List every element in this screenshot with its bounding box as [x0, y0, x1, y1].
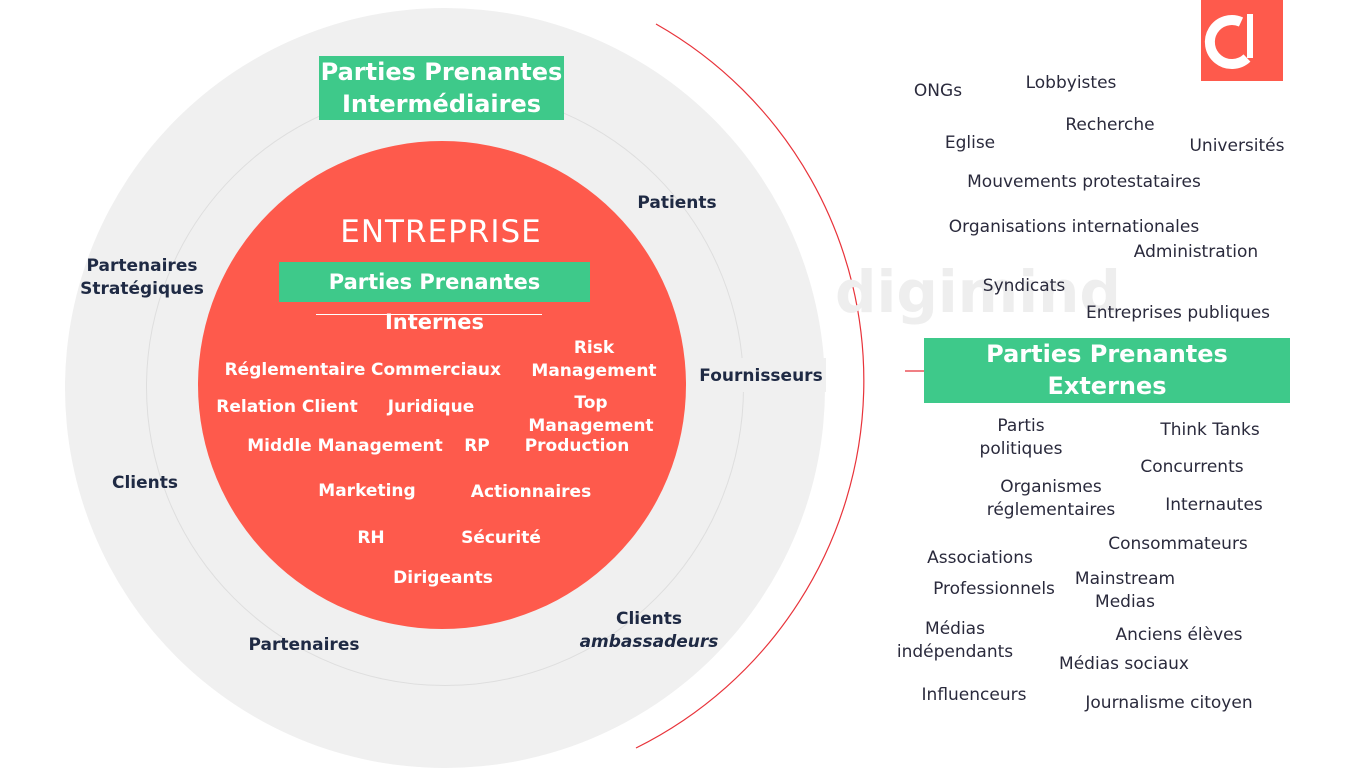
- label-partis-politiques-1: Partis: [997, 416, 1045, 436]
- label-medias-independants-1: Médias: [925, 619, 985, 639]
- external-title: Parties Prenantes Externes: [924, 338, 1290, 403]
- label-influenceurs: Influenceurs: [921, 685, 1027, 705]
- label-organisations-internationales: Organisations internationales: [948, 217, 1200, 237]
- label-professionnels: Professionnels: [933, 579, 1055, 599]
- label-eglise: Eglise: [944, 133, 996, 153]
- label-commerciaux: Commerciaux: [371, 360, 501, 380]
- external-title-line2: Externes: [1047, 372, 1167, 400]
- label-organismes-reglementaires-1: Organismes: [1000, 477, 1102, 497]
- label-partenaires-strategiques: Partenaires Stratégiques: [72, 255, 212, 301]
- label-mouvements-protestataires: Mouvements protestataires: [967, 172, 1201, 192]
- label-mainstream-medias-2: Medias: [1095, 592, 1155, 612]
- label-syndicats: Syndicats: [982, 276, 1066, 296]
- label-top-management: Top Management: [522, 392, 660, 438]
- label-clients: Clients: [111, 473, 178, 493]
- label-partis-politiques-2: politiques: [979, 439, 1063, 459]
- internal-subtitle: Parties Prenantes Internes: [279, 262, 590, 334]
- label-mainstream-medias: Mainstream Medias: [1064, 568, 1186, 614]
- label-risk-management-1: Risk: [573, 338, 615, 358]
- intermediate-title: Parties Prenantes Intermédiaires: [319, 56, 564, 120]
- enterprise-title: ENTREPRISE: [340, 214, 542, 250]
- label-organismes-reglementaires-2: réglementaires: [986, 500, 1116, 520]
- label-think-tanks: Think Tanks: [1160, 420, 1260, 440]
- intermediate-title-line2: Intermédiaires: [341, 90, 542, 118]
- label-medias-independants-2: indépendants: [896, 642, 1014, 662]
- label-concurrents: Concurrents: [1140, 457, 1244, 477]
- label-partenaires-strategiques-1: Partenaires: [86, 256, 198, 276]
- label-dirigeants: Dirigeants: [393, 568, 493, 588]
- label-risk-management-2: Management: [531, 361, 657, 381]
- label-anciens-eleves: Anciens élèves: [1115, 625, 1243, 645]
- label-fournisseurs: Fournisseurs: [696, 358, 826, 392]
- label-relation-client: Relation Client: [216, 397, 358, 417]
- label-lobbyistes: Lobbyistes: [1025, 73, 1117, 93]
- label-clients-ambassadeurs-1: Clients: [615, 609, 682, 629]
- label-mainstream-medias-1: Mainstream: [1074, 569, 1176, 589]
- label-partenaires: Partenaires: [248, 635, 360, 655]
- label-administration: Administration: [1133, 242, 1259, 262]
- label-universites: Universités: [1189, 136, 1285, 156]
- intermediate-title-line1: Parties Prenantes: [320, 58, 563, 86]
- label-medias-sociaux: Médias sociaux: [1059, 654, 1189, 674]
- label-risk-management: Risk Management: [526, 337, 662, 383]
- label-recherche: Recherche: [1065, 115, 1155, 135]
- label-ongs: ONGs: [913, 81, 963, 101]
- label-middle-management: Middle Management: [247, 436, 443, 456]
- label-clients-ambassadeurs-2: ambassadeurs: [579, 632, 719, 652]
- label-marketing: Marketing: [318, 481, 416, 501]
- label-top-management-1: Top: [574, 393, 608, 413]
- label-actionnaires: Actionnaires: [470, 482, 592, 502]
- label-top-management-2: Management: [528, 416, 654, 436]
- label-medias-independants: Médias indépendants: [884, 618, 1026, 664]
- label-consommateurs: Consommateurs: [1108, 534, 1248, 554]
- internal-divider: [316, 314, 542, 315]
- label-associations: Associations: [927, 548, 1033, 568]
- label-partis-politiques: Partis politiques: [964, 415, 1078, 461]
- digimind-watermark: digimind: [835, 258, 1121, 326]
- label-clients-ambassadeurs: Clients ambassadeurs: [574, 608, 724, 654]
- digimind-logo-icon: [1201, 0, 1283, 81]
- label-entreprises-publiques: Entreprises publiques: [1085, 303, 1271, 323]
- label-production: Production: [524, 436, 630, 456]
- internal-circle: [198, 141, 686, 629]
- label-partenaires-strategiques-2: Stratégiques: [80, 279, 204, 299]
- label-securite: Sécurité: [461, 528, 541, 548]
- label-rh: RH: [357, 528, 385, 548]
- external-title-line1: Parties Prenantes: [986, 340, 1228, 368]
- label-reglementaire: Réglementaire: [224, 360, 366, 380]
- label-organismes-reglementaires: Organismes réglementaires: [974, 476, 1128, 522]
- label-journalisme-citoyen: Journalisme citoyen: [1085, 693, 1253, 713]
- label-juridique: Juridique: [387, 397, 475, 417]
- label-internautes: Internautes: [1165, 495, 1263, 515]
- label-patients: Patients: [637, 193, 717, 213]
- label-rp: RP: [464, 436, 490, 456]
- external-boundary-arc: [635, 23, 925, 749]
